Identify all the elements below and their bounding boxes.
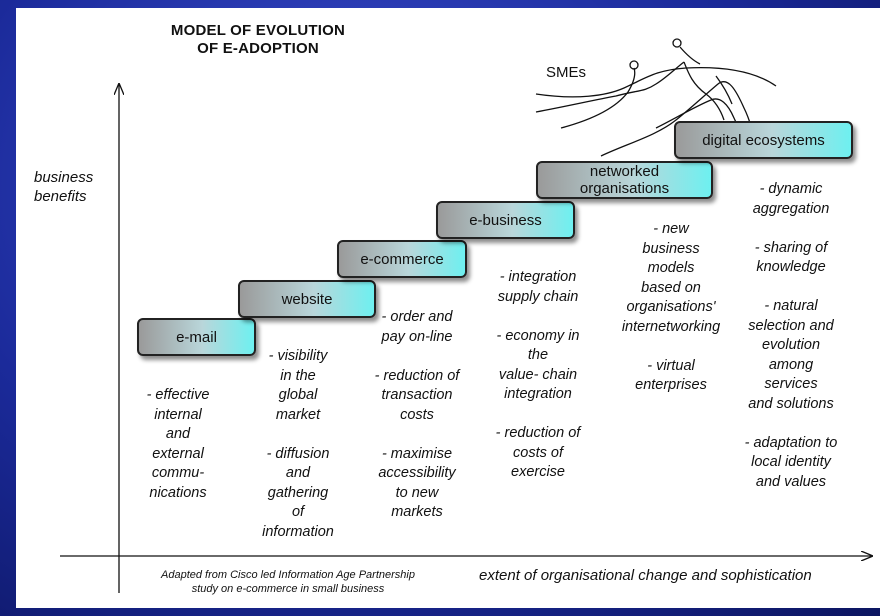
step-ebusiness: e-business	[436, 201, 575, 239]
smes-label: SMEs	[546, 64, 587, 81]
benefits-ecommerce: - order and pay on-line - reduction of t…	[374, 309, 460, 520]
diagram-lines	[60, 38, 880, 593]
title-line-2: OF E-ADOPTION	[197, 40, 319, 57]
step-networked-organisations: networked organisations	[536, 161, 713, 199]
y-axis-label: business benefits	[34, 169, 94, 205]
step-ecommerce: e-commerce	[337, 240, 467, 278]
title-line-1: MODEL OF EVOLUTION	[170, 22, 346, 39]
step-website: website	[238, 280, 376, 318]
smes-sketch	[535, 38, 777, 157]
benefits-website: - visibility in the global market - diff…	[262, 348, 334, 540]
step-digital-ecosystems: digital ecosystems	[674, 121, 853, 159]
benefits-digital-ecosystems: - dynamic aggregation - sharing of knowl…	[744, 181, 838, 490]
diagram-title: MODEL OF EVOLUTION OF E-ADOPTION	[128, 22, 388, 58]
benefits-networked-organisations: - new business models based on organisat…	[621, 221, 721, 393]
step-email: e-mail	[137, 318, 256, 356]
x-axis-label: extent of organisational change and soph…	[479, 567, 812, 584]
benefits-email: - effective internal and external commu-…	[146, 387, 210, 501]
benefits-ebusiness: - integration supply chain - economy in …	[495, 269, 581, 480]
source-note: Adapted from Cisco led Information Age P…	[161, 569, 415, 595]
diagram-slide: MODEL OF EVOLUTION OF E-ADOPTION busines…	[16, 8, 880, 608]
